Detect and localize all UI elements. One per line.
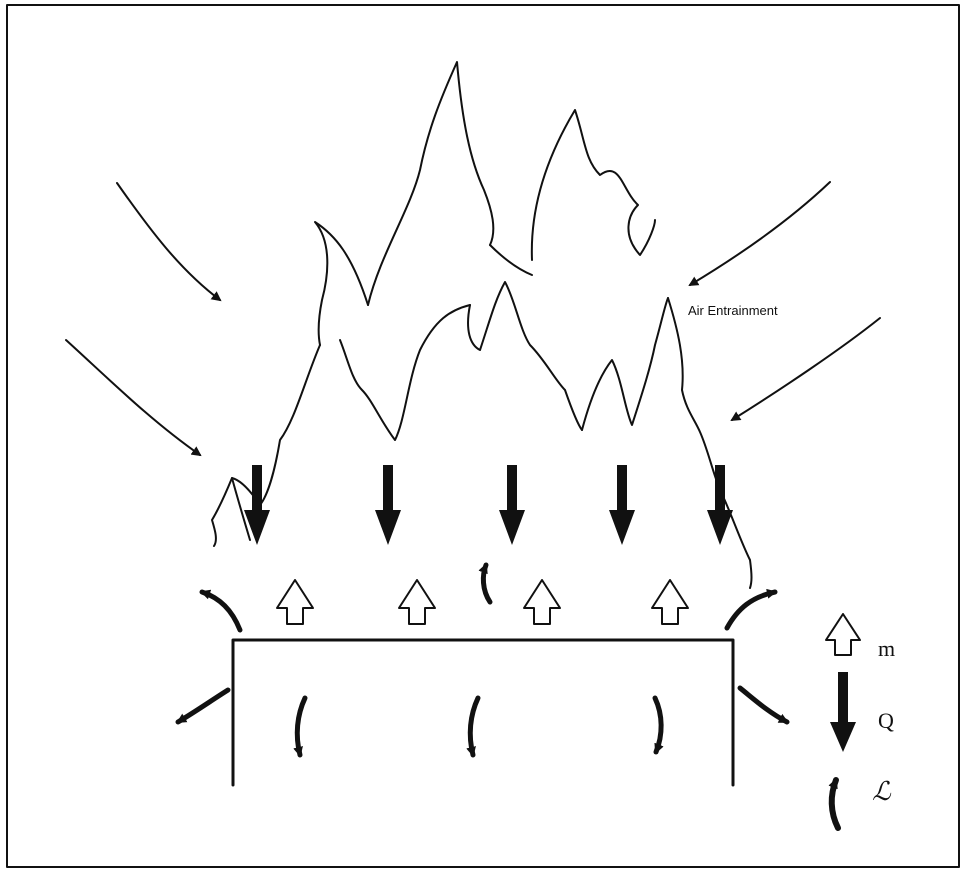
frame-border [6, 4, 960, 868]
heat-flux-arrow-1 [244, 465, 270, 545]
legend-label-l: ℒ [872, 777, 892, 807]
hollow-up-arrow-icon [825, 613, 861, 656]
heat-loss-arrow-side-right [737, 685, 790, 725]
heat-loss-arrow-interior-2 [466, 695, 481, 758]
entrainment-arrow-lower-right [730, 317, 881, 422]
heat-flux-arrows [244, 465, 733, 545]
heat-loss-arrow-top-right [724, 588, 778, 631]
solid-down-arrow-icon [830, 672, 856, 752]
heat-flux-arrow-3 [499, 465, 525, 545]
heat-flux-arrow-4 [609, 465, 635, 545]
heat-loss-arrows [175, 562, 790, 758]
legend-item-l: ℒ [828, 777, 892, 831]
curved-arrow-icon [828, 777, 841, 831]
legend-label-q: Q [878, 708, 894, 733]
mass-flux-arrow-4 [651, 579, 689, 625]
heat-loss-arrow-side-left [175, 687, 231, 725]
legend-item-q: Q [830, 672, 894, 752]
entrainment-arrow-upper-right [688, 181, 831, 287]
mass-flux-arrows [276, 579, 689, 625]
mass-flux-arrow-1 [276, 579, 314, 625]
legend: m Q ℒ [825, 613, 895, 831]
heat-loss-arrow-top-left [199, 589, 243, 633]
heat-loss-arrow-center [478, 562, 493, 605]
heat-flux-arrow-5 [707, 465, 733, 545]
heat-flux-arrow-2 [375, 465, 401, 545]
heat-loss-arrow-interior-3 [652, 695, 664, 755]
fuel-bed-box [231, 638, 735, 787]
air-entrainment-label: Air Entrainment [688, 303, 778, 318]
entrainment-arrow-upper-left [116, 182, 222, 302]
air-entrainment-arrows [65, 181, 881, 457]
flame-outline [211, 61, 753, 589]
mass-flux-arrow-3 [523, 579, 561, 625]
legend-item-m: m [825, 613, 895, 661]
entrainment-arrow-lower-left [65, 339, 202, 457]
mass-flux-arrow-2 [398, 579, 436, 625]
heat-loss-arrow-interior-1 [293, 695, 308, 758]
legend-label-m: m [878, 636, 895, 661]
